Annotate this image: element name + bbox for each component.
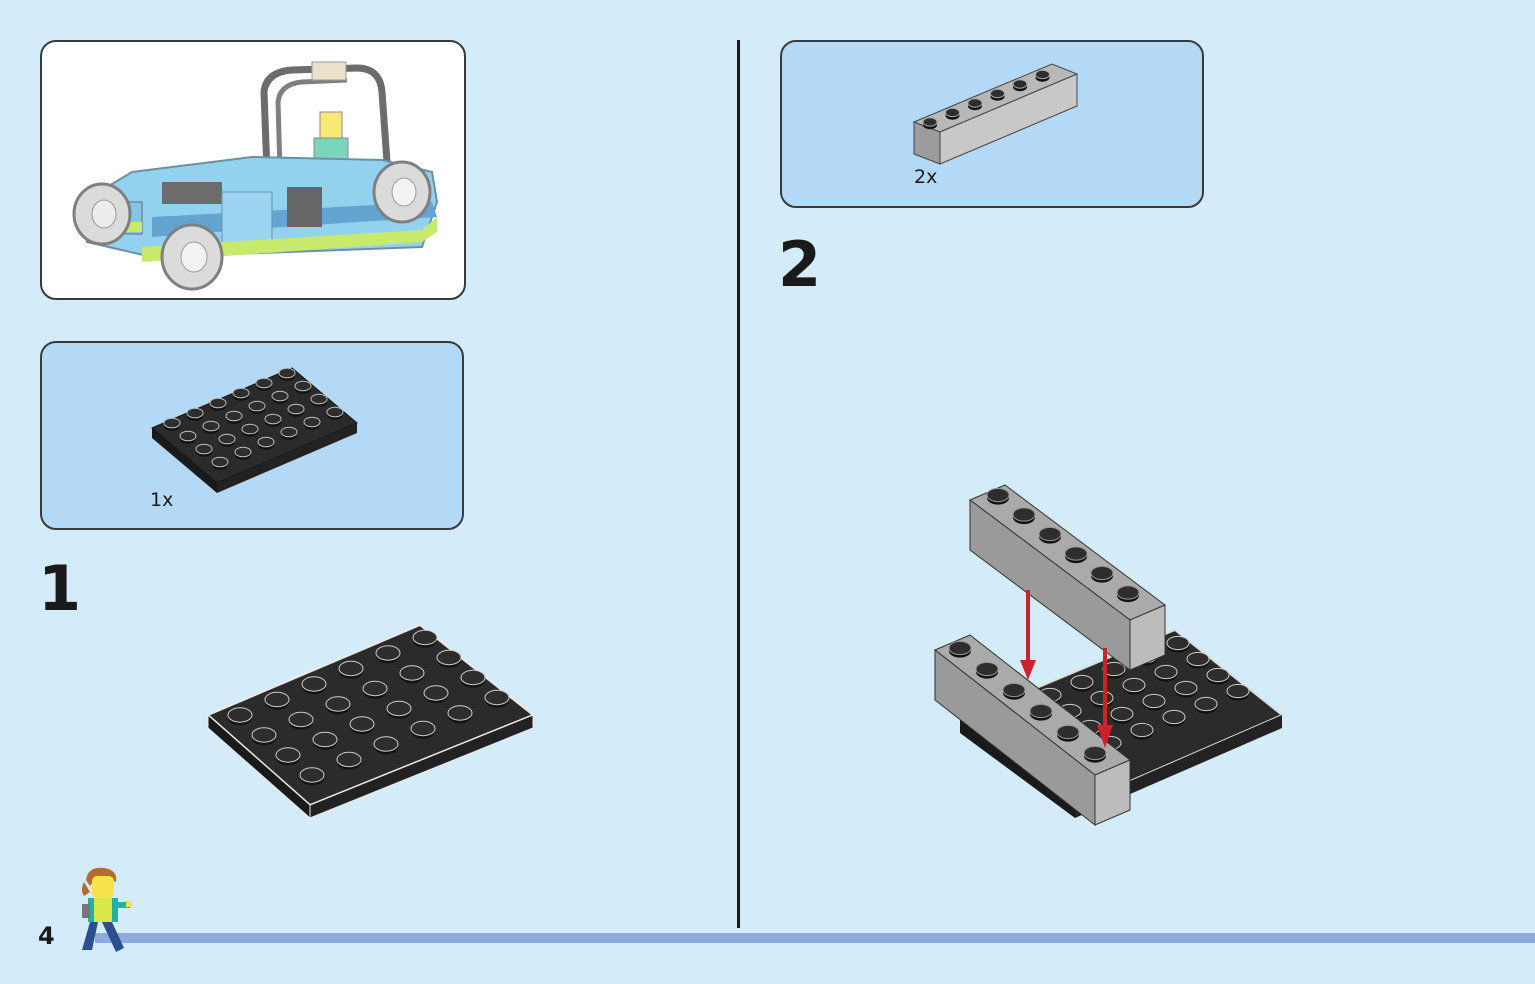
stud-icon: [1056, 724, 1080, 740]
stud-icon: [234, 446, 252, 458]
stud-icon: [257, 436, 275, 448]
stud-icon: [386, 700, 412, 717]
stud-icon: [922, 117, 938, 127]
stud-icon: [202, 420, 220, 432]
stud-icon: [349, 716, 375, 732]
stud-icon: [1226, 683, 1250, 699]
page-number: 4: [38, 922, 55, 950]
stud-icon: [1166, 635, 1190, 651]
page-divider: [737, 40, 740, 928]
stud-icon: [264, 413, 282, 425]
stud-icon: [375, 645, 401, 661]
gray-technic-brick-1x6-icon: [912, 63, 1079, 165]
step-2-parts-box: 2x: [780, 40, 1204, 208]
stud-icon: [986, 487, 1010, 503]
step-number-1: 1: [38, 552, 82, 625]
stud-icon: [967, 98, 983, 108]
stud-icon: [248, 400, 266, 412]
stud-icon: [1174, 680, 1198, 696]
stud-icon: [312, 731, 338, 748]
stud-icon: [1154, 664, 1178, 680]
stud-icon: [410, 720, 436, 737]
stud-icon: [1130, 722, 1154, 738]
stud-icon: [1002, 682, 1026, 698]
stud-icon: [1090, 690, 1114, 706]
stud-icon: [1142, 693, 1166, 709]
stud-icon: [975, 661, 999, 677]
stud-icon: [1110, 706, 1134, 722]
stud-icon: [288, 711, 314, 728]
stud-icon: [326, 406, 344, 418]
stud-icon: [1038, 526, 1062, 542]
stud-icon: [1035, 69, 1050, 80]
stud-icon: [1116, 585, 1140, 600]
footer-progress-line: [95, 933, 1535, 943]
stud-icon: [399, 665, 425, 681]
model-preview-box: [40, 40, 466, 300]
stud-icon: [338, 660, 364, 677]
stud-icon: [336, 751, 362, 768]
stud-icon: [227, 707, 253, 723]
part-quantity: 1x: [150, 489, 174, 511]
stud-icon: [186, 407, 204, 419]
stud-icon: [195, 443, 213, 455]
part-quantity: 2x: [914, 166, 938, 188]
stud-icon: [1122, 677, 1146, 693]
stud-icon: [310, 393, 328, 405]
stud-icon: [436, 649, 462, 666]
stud-icon: [218, 433, 236, 445]
stud-icon: [1186, 651, 1210, 667]
stud-icon: [447, 705, 473, 721]
stud-icon: [945, 107, 960, 118]
stud-icon: [163, 417, 181, 429]
stud-icon: [241, 423, 259, 435]
minifigure-mascot-icon: [82, 867, 132, 952]
stud-icon: [1012, 79, 1028, 89]
stud-icon: [948, 640, 972, 656]
stud-icon: [1206, 667, 1230, 683]
stud-icon: [287, 403, 305, 415]
stud-icon: [299, 767, 325, 783]
stud-icon: [275, 747, 301, 763]
stud-icon: [271, 390, 289, 402]
down-arrow-icon: [1020, 590, 1036, 680]
stud-icon: [1012, 507, 1036, 522]
step-2-build-illustration: [934, 484, 1284, 827]
stud-icon: [225, 410, 243, 422]
stud-icon: [280, 426, 298, 438]
stud-icon: [460, 669, 486, 686]
stud-icon: [1194, 696, 1218, 712]
stud-icon: [278, 367, 296, 379]
stud-icon: [990, 88, 1005, 99]
stud-icon: [1070, 674, 1094, 690]
stud-icon: [232, 387, 250, 399]
stud-icon: [1090, 565, 1114, 581]
step-1-build-illustration: [206, 623, 535, 820]
black-plate-4x6-icon: [151, 367, 358, 493]
stud-icon: [264, 691, 290, 708]
stud-icon: [209, 397, 227, 409]
stud-icon: [1162, 709, 1186, 725]
stud-icon: [211, 456, 229, 468]
stud-icon: [301, 676, 327, 692]
down-arrow-icon: [1097, 648, 1113, 748]
stud-icon: [303, 416, 321, 428]
stud-icon: [412, 629, 438, 646]
step-number-2: 2: [778, 228, 822, 301]
stud-icon: [373, 736, 399, 752]
step-1-parts-box: 1x: [40, 341, 464, 530]
stud-icon: [251, 727, 277, 743]
stud-icon: [484, 689, 510, 706]
stud-icon: [362, 680, 388, 697]
stud-icon: [1064, 546, 1088, 561]
stud-icon: [325, 696, 351, 712]
stud-icon: [255, 377, 273, 389]
stud-icon: [423, 685, 449, 701]
stud-icon: [1083, 745, 1107, 761]
stud-icon: [1029, 703, 1053, 719]
stud-icon: [294, 380, 312, 392]
stud-icon: [179, 430, 197, 442]
car-model-icon: [72, 61, 439, 291]
